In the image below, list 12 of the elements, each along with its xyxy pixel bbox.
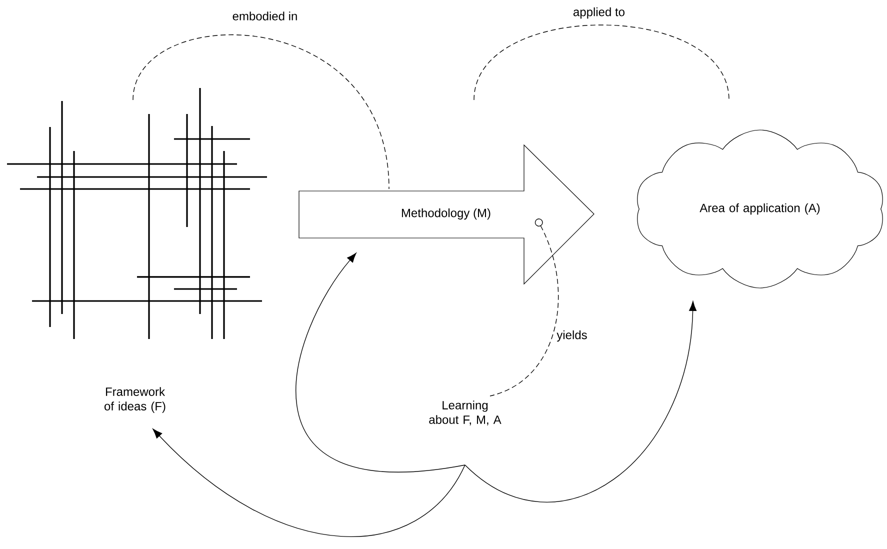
node-label: Learning about F, M, A [429,400,502,426]
connector [474,24,730,100]
edge-label: yields [555,328,589,344]
arrow [464,301,697,502]
arrow [152,428,466,537]
edge-label: applied to [571,6,627,20]
node-label: Framework of ideas (F) [104,387,166,413]
connector [490,218,559,396]
arrow [296,252,466,472]
edge-label: embodied in [230,10,300,22]
grid-drawing [7,88,267,339]
connector [132,34,390,190]
